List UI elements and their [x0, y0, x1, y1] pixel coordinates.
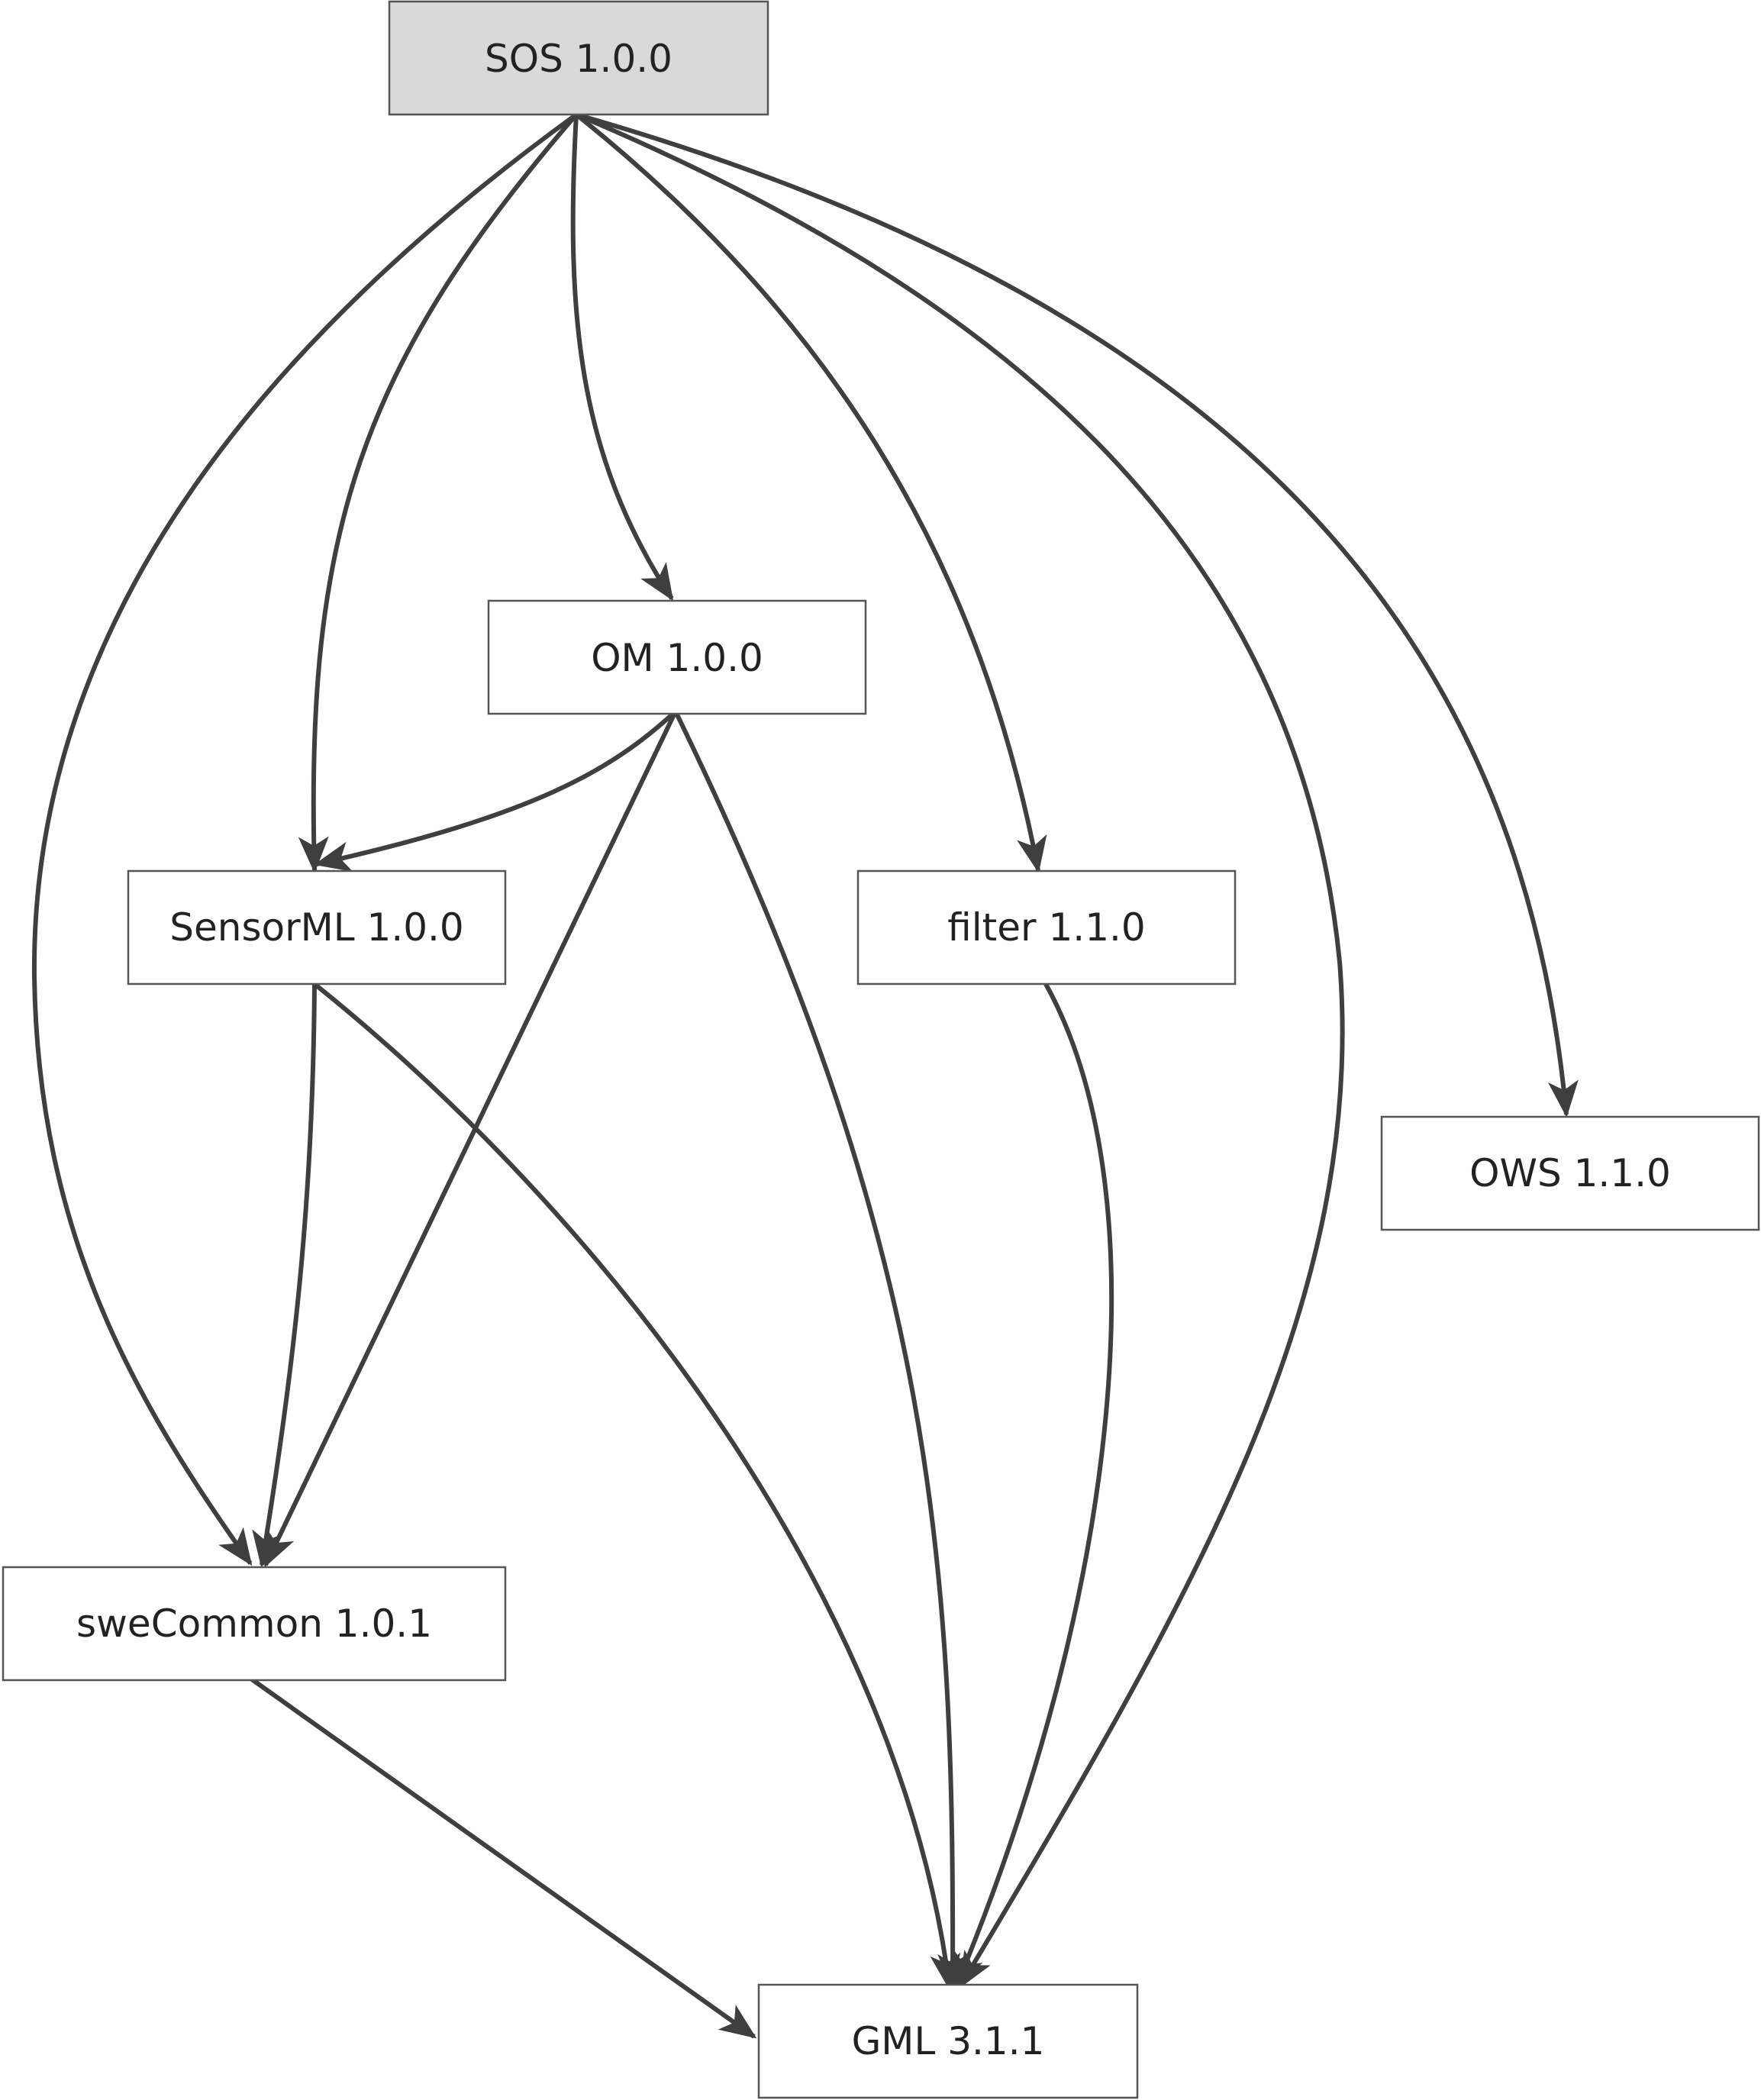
node-filter: filter 1.1.0: [856, 869, 1237, 985]
node-ows-box: [1380, 1115, 1760, 1231]
edge-om-to-sensorml: [314, 709, 678, 872]
node-swecommon-label: sweCommon 1.0.1: [76, 1602, 432, 1646]
node-gml-box: [757, 1983, 1139, 2099]
node-swecommon: sweCommon 1.0.1: [2, 1566, 507, 1682]
edge-sos-to-sensorml: [298, 113, 579, 873]
node-ows-label: OWS 1.1.0: [1469, 1151, 1671, 1195]
edge-filter-to-gml: [953, 982, 1114, 1991]
edge-om-to-swecommon: [263, 710, 678, 1568]
edge-sensorml-to-swecommon: [252, 983, 317, 1568]
edge-sos-to-swecommon: [31, 112, 578, 1566]
node-sos: SOS 1.0.0: [388, 0, 769, 116]
node-om: OM 1.0.0: [487, 599, 867, 715]
edge-sos-to-filter: [575, 112, 1047, 873]
edge-sensorml-to-gml: [313, 982, 961, 1991]
node-filter-label: filter 1.1.0: [947, 905, 1145, 950]
node-om-box: [487, 599, 867, 715]
node-sos-label: SOS 1.0.0: [485, 37, 672, 81]
edge-sos-to-gml: [575, 112, 1345, 1989]
edge-sos-to-ows: [576, 112, 1579, 1118]
node-filter-box: [856, 869, 1237, 985]
node-sos-box: [388, 0, 769, 116]
node-gml: GML 3.1.1: [757, 1983, 1139, 2099]
node-sensorml: SensorML 1.0.0: [127, 869, 507, 985]
node-ows: OWS 1.1.0: [1380, 1115, 1760, 1231]
node-sensorml-label: SensorML 1.0.0: [169, 905, 464, 950]
edges-layer: [31, 112, 1579, 2039]
edge-swecommon-to-gml: [250, 1677, 757, 2039]
node-swecommon-box: [2, 1566, 507, 1682]
node-om-label: OM 1.0.0: [591, 636, 763, 680]
edge-om-to-gml: [673, 710, 969, 1991]
edge-sos-to-om: [570, 114, 674, 602]
node-gml-label: GML 3.1.1: [852, 2019, 1045, 2063]
node-sensorml-box: [127, 869, 507, 985]
